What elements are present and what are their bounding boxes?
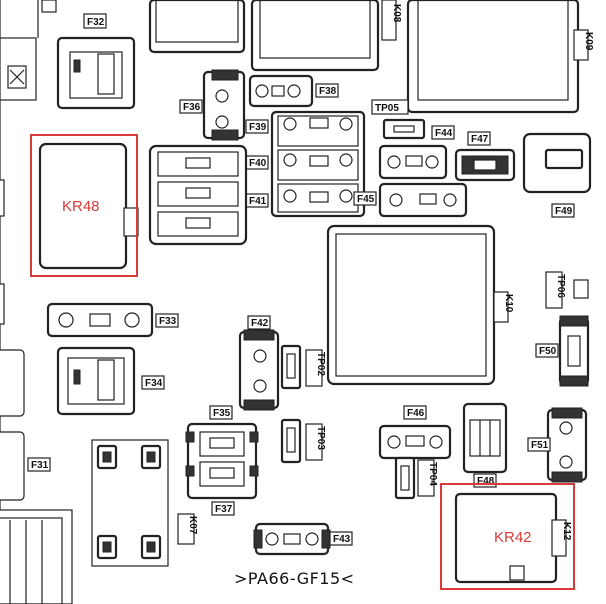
label-tp04: TP04 bbox=[427, 462, 438, 486]
fuse-f34: F34 bbox=[56, 346, 165, 416]
label-f38: F38 bbox=[319, 86, 337, 97]
label-f35: F35 bbox=[213, 408, 231, 419]
fuse-f35-f37-block: F35 F37 bbox=[185, 405, 259, 516]
fuse-f36-stack: F36 F39 bbox=[179, 69, 269, 141]
material-marking: >PA66-GF15< bbox=[234, 569, 355, 588]
fuse-f44-f47: F44 F47 bbox=[431, 125, 516, 182]
fuse-f46: F46 TP04 bbox=[378, 405, 452, 500]
label-k09: K09 bbox=[583, 32, 594, 51]
label-tp05: TP05 bbox=[375, 103, 399, 114]
label-f42: F42 bbox=[251, 318, 269, 329]
label-tp02: TP02 bbox=[315, 352, 326, 376]
label-f41: F41 bbox=[249, 196, 267, 207]
fuse-block-triple bbox=[148, 144, 248, 246]
relay-k10: K10 bbox=[326, 224, 514, 386]
test-point-tp05: TP05 bbox=[371, 99, 426, 140]
label-f48: F48 bbox=[477, 476, 495, 487]
highlight-label-kr48: KR48 bbox=[62, 198, 100, 215]
label-f36: F36 bbox=[183, 102, 201, 113]
fuse-f31: F31 bbox=[27, 457, 51, 472]
label-f51: F51 bbox=[531, 440, 549, 451]
label-f49: F49 bbox=[555, 206, 573, 217]
fuse-f45-f46: F45 bbox=[353, 144, 468, 218]
relay-kr48: KR48 bbox=[30, 134, 139, 277]
label-f39: F39 bbox=[249, 122, 267, 133]
relay-f49: F49 bbox=[522, 132, 592, 218]
label-f44: F44 bbox=[435, 128, 453, 139]
label-k08: K08 bbox=[391, 4, 402, 23]
label-tp06: TP06 bbox=[555, 274, 566, 298]
highlight-box-kr48 bbox=[30, 134, 138, 277]
label-k10: K10 bbox=[503, 294, 514, 313]
label-k07: K07 bbox=[187, 516, 198, 535]
label-f40: F40 bbox=[249, 158, 267, 169]
label-f50: F50 bbox=[539, 346, 557, 357]
label-f32: F32 bbox=[87, 17, 105, 28]
highlight-label-kr42: KR42 bbox=[494, 529, 532, 546]
label-f37: F37 bbox=[215, 504, 233, 515]
fuse-f40-f41-stack: F40 F41 bbox=[245, 110, 366, 218]
fuse-f50-stack: TP06 F50 bbox=[535, 271, 590, 387]
fuse-f32: F32 bbox=[56, 13, 136, 110]
label-f43: F43 bbox=[333, 534, 351, 545]
test-point-tp03: TP03 bbox=[280, 418, 326, 464]
relay-k07: K07 bbox=[91, 439, 198, 567]
label-f47: F47 bbox=[471, 134, 489, 145]
label-f45: F45 bbox=[357, 194, 375, 205]
highlight-box-kr42 bbox=[440, 483, 575, 590]
fuse-f33: F33 bbox=[46, 302, 179, 338]
board-edges bbox=[0, 0, 73, 604]
fuse-f42-stack: F42 TP02 bbox=[238, 315, 326, 411]
fuse-f51: F51 bbox=[527, 407, 588, 483]
label-f34: F34 bbox=[145, 378, 163, 389]
relay-k09: K09 bbox=[406, 0, 594, 114]
relay-top-center: K08 bbox=[148, 0, 402, 72]
label-tp03: TP03 bbox=[315, 426, 326, 450]
label-k12: K12 bbox=[561, 522, 572, 541]
top-left-connector bbox=[0, 0, 57, 101]
label-f31: F31 bbox=[31, 460, 49, 471]
label-f33: F33 bbox=[159, 316, 177, 327]
fuse-f48: F48 bbox=[462, 402, 508, 488]
fuse-f38: F38 bbox=[248, 74, 339, 108]
label-f46: F46 bbox=[407, 408, 425, 419]
relay-kr42: K12 KR42 bbox=[440, 483, 575, 590]
fuse-f43: F43 bbox=[253, 522, 353, 556]
